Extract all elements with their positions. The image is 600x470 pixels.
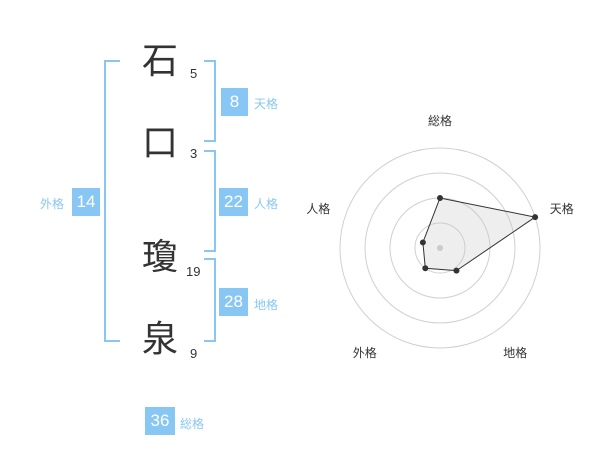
radar-point-5 bbox=[419, 239, 426, 246]
soukaku-label: 総格 bbox=[180, 417, 205, 431]
jinkaku-badge: 22 bbox=[219, 188, 248, 216]
chikaku-badge: 28 bbox=[219, 288, 248, 316]
stroke-count-4: 9 bbox=[190, 346, 198, 361]
radar-ring bbox=[339, 147, 541, 349]
radar-axis-label-3: 地格 bbox=[503, 345, 528, 360]
tenkaku-badge: 8 bbox=[221, 88, 248, 116]
name-char-3: 瓊 bbox=[142, 237, 179, 278]
gaikaku-bracket bbox=[104, 60, 120, 342]
radar-point-4 bbox=[422, 265, 429, 272]
stroke-count-2: 3 bbox=[190, 146, 198, 161]
tenkaku-bracket bbox=[204, 60, 216, 142]
name-char-1: 石 bbox=[142, 41, 179, 82]
radar-axis-label-2: 天格 bbox=[549, 202, 574, 217]
radar-point-3 bbox=[453, 267, 460, 274]
jinkaku-bracket bbox=[204, 150, 216, 252]
name-char-2: 口 bbox=[142, 123, 179, 164]
jinkaku-label: 人格 bbox=[254, 197, 279, 211]
radar-point-1 bbox=[437, 195, 443, 201]
tenkaku-label: 天格 bbox=[254, 97, 279, 111]
radar-ring bbox=[364, 172, 516, 324]
soukaku-badge: 36 bbox=[145, 407, 175, 435]
radar-axis-label-5: 人格 bbox=[306, 202, 331, 217]
gaikaku-label: 外格 bbox=[40, 197, 65, 211]
radar-axis-label-1: 総格 bbox=[428, 114, 453, 128]
radar-series-polygon bbox=[422, 197, 537, 272]
name-char-4: 泉 bbox=[142, 319, 179, 360]
radar-axis-label-4: 外格 bbox=[352, 345, 377, 360]
radar-point-2 bbox=[532, 214, 539, 221]
stroke-count-1: 5 bbox=[190, 66, 198, 81]
radar-center bbox=[437, 245, 443, 251]
chikaku-bracket bbox=[204, 258, 216, 342]
gaikaku-badge: 14 bbox=[72, 188, 100, 216]
chikaku-label: 地格 bbox=[254, 298, 279, 312]
stroke-count-3: 19 bbox=[186, 264, 201, 279]
radar-ring bbox=[414, 222, 466, 274]
